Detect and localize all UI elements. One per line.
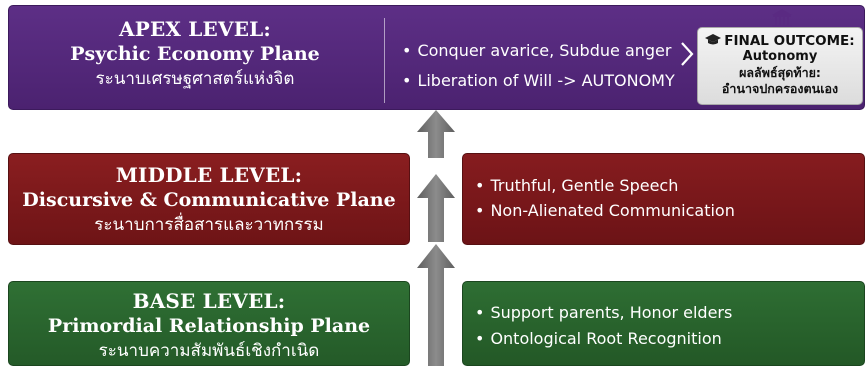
base-level-subtitle: Primordial Relationship Plane bbox=[47, 315, 371, 337]
apex-level-thai: ระนาบเศรษฐศาสตร์แห่งจิต bbox=[95, 69, 295, 89]
base-bullet-text: Ontological Root Recognition bbox=[490, 329, 722, 348]
base-level-title: BASE LEVEL: bbox=[132, 289, 286, 313]
middle-level-title-box: MIDDLE LEVEL: Discursive & Communicative… bbox=[8, 153, 410, 245]
base-level-bullet-box: •Support parents, Honor elders •Ontologi… bbox=[462, 281, 865, 366]
upward-arrows bbox=[417, 110, 455, 366]
temple-icon bbox=[772, 9, 792, 27]
base-bullet-item: •Support parents, Honor elders bbox=[475, 303, 733, 322]
apex-bullet-list: •Conquer avarice, Subdue anger •Liberati… bbox=[402, 36, 675, 96]
apex-bullet-item: •Conquer avarice, Subdue anger bbox=[402, 41, 672, 60]
apex-bullet-item: •Liberation of Will -> AUTONOMY bbox=[402, 71, 675, 90]
middle-bullet-text: Truthful, Gentle Speech bbox=[490, 176, 679, 195]
middle-bullet-text: Non-Alienated Communication bbox=[490, 201, 735, 220]
middle-level-thai: ระนาบการสื่อสารและวาทกรรม bbox=[94, 215, 324, 235]
apex-level-subtitle: Psychic Economy Plane bbox=[70, 43, 320, 65]
final-outcome-heading: FINAL OUTCOME: bbox=[698, 33, 862, 49]
middle-bullet-item: •Non-Alienated Communication bbox=[475, 201, 735, 220]
apex-bullet-text: Conquer avarice, Subdue anger bbox=[417, 41, 672, 60]
final-outcome-box: FINAL OUTCOME: Autonomy ผลลัพธ์สุดท้าย: … bbox=[697, 27, 863, 105]
middle-level-title: MIDDLE LEVEL: bbox=[115, 163, 303, 187]
final-outcome-value: Autonomy bbox=[742, 49, 818, 64]
apex-bullet-text: Liberation of Will -> AUTONOMY bbox=[417, 71, 675, 90]
final-outcome-heading-text: FINAL OUTCOME: bbox=[724, 33, 855, 49]
base-bullet-text: Support parents, Honor elders bbox=[490, 303, 733, 322]
chevron-right-icon bbox=[681, 42, 694, 66]
apex-divider bbox=[384, 18, 385, 103]
base-level-thai: ระนาบความสัมพันธ์เชิงกำเนิด bbox=[98, 341, 320, 361]
middle-level-subtitle: Discursive & Communicative Plane bbox=[22, 189, 396, 211]
apex-title-block: APEX LEVEL: Psychic Economy Plane ระนาบเ… bbox=[17, 16, 373, 92]
middle-bullet-item: •Truthful, Gentle Speech bbox=[475, 176, 679, 195]
base-bullet-item: •Ontological Root Recognition bbox=[475, 329, 722, 348]
final-outcome-thai-2: อำนาจปกครองตนเอง bbox=[721, 81, 839, 96]
final-outcome-thai-1: ผลลัพธ์สุดท้าย: bbox=[739, 65, 821, 80]
middle-level-bullet-box: •Truthful, Gentle Speech •Non-Alienated … bbox=[462, 153, 865, 245]
arrow-up-icon bbox=[417, 174, 455, 242]
graduation-cap-icon bbox=[705, 34, 722, 45]
apex-level-title: APEX LEVEL: bbox=[119, 17, 271, 41]
arrow-up-icon bbox=[417, 244, 455, 366]
arrow-up-icon bbox=[417, 110, 455, 158]
base-level-title-box: BASE LEVEL: Primordial Relationship Plan… bbox=[8, 281, 410, 366]
